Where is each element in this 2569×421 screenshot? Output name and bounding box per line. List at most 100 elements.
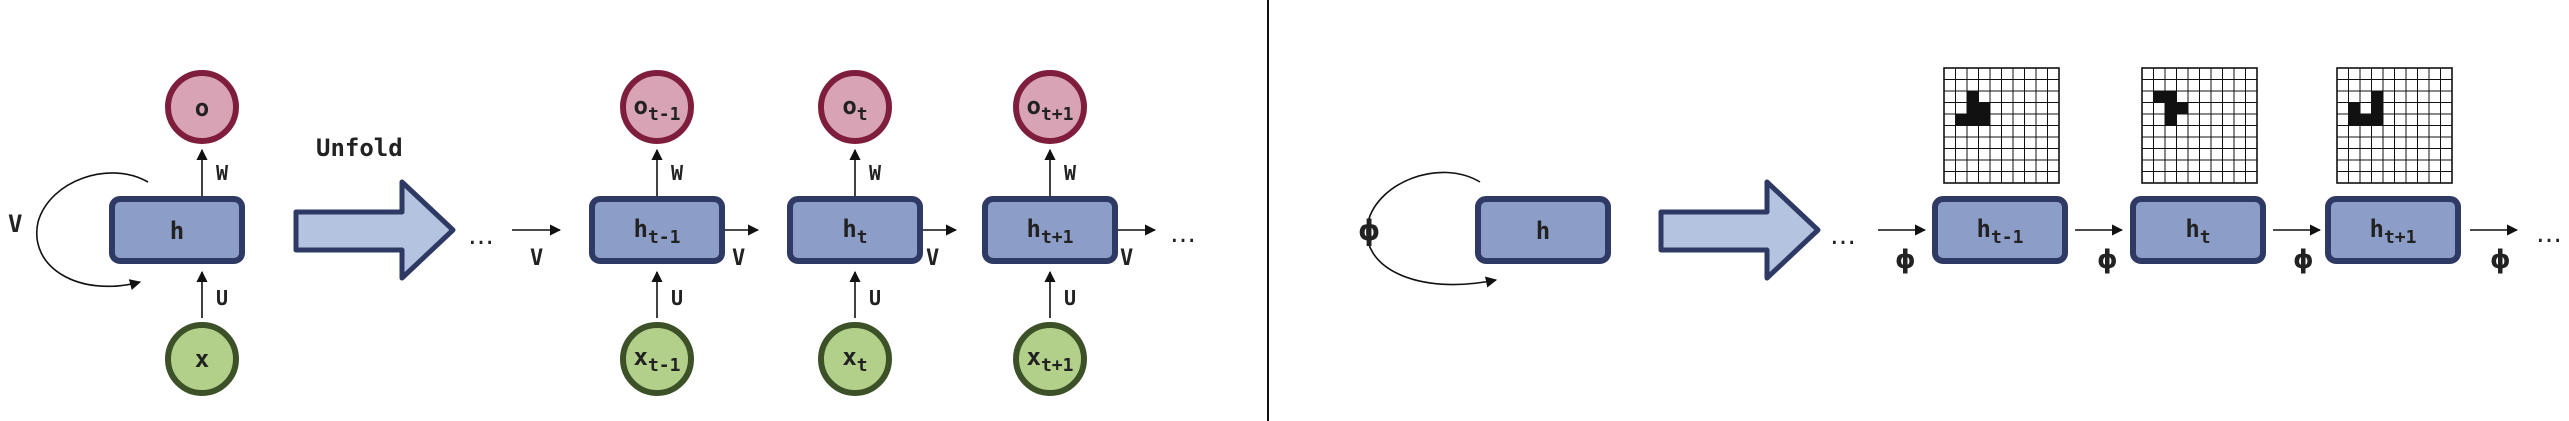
right-loop-weight-label: ϕ [1358, 214, 1380, 247]
output-node-label-subscript: t [857, 104, 868, 125]
w-label: W [671, 161, 684, 185]
hidden-state-label-base: h [842, 215, 856, 243]
hidden-state-box [589, 196, 725, 264]
output-node-label-base: o [1027, 92, 1041, 120]
output-node-label-base: o [634, 92, 648, 120]
hidden-state-label-base: h [1027, 215, 1041, 243]
right-hidden-state-label: ht-1 [1977, 215, 2024, 248]
output-node [620, 70, 694, 144]
u-label: U [1064, 286, 1076, 310]
pixel-on [2360, 114, 2372, 126]
right-transition-label: ϕ [2293, 245, 2314, 275]
unfold-label: Unfold [316, 134, 403, 162]
input-node-label: xt+1 [1027, 343, 1074, 376]
right-ellipsis-start: … [1830, 221, 1856, 251]
w-label: W [216, 161, 229, 185]
hidden-state-label: ht+1 [1027, 215, 1074, 248]
hidden-state-label: h [170, 217, 184, 245]
w-label: W [869, 161, 882, 185]
pixel-on [2371, 114, 2383, 126]
pixel-on [1978, 114, 1990, 126]
output-node-label-base: o [842, 92, 856, 120]
output-node-label-subscript: t+1 [1041, 104, 1074, 125]
input-node-label: xt [842, 343, 867, 376]
hidden-state-box [109, 196, 245, 264]
output-node-label: ot-1 [634, 92, 681, 125]
pixel-on [1978, 102, 1990, 114]
transition-label: V [1120, 246, 1133, 271]
left-ellipsis-end: … [1170, 219, 1196, 249]
pixel-on [2165, 91, 2177, 103]
u-label: U [869, 286, 881, 310]
left-ellipsis-start: … [468, 221, 494, 251]
hidden-state-label: ht-1 [634, 215, 681, 248]
pixel-on [2153, 91, 2165, 103]
right-hidden-state-label-base: h [2185, 215, 2199, 243]
transition-label: V [530, 246, 543, 271]
u-label: U [671, 286, 683, 310]
pixel-on [2371, 102, 2383, 114]
right-hidden-state-box [2130, 196, 2266, 264]
right-hidden-state-label: h [1536, 217, 1550, 245]
output-node-label-subscript: t-1 [648, 104, 681, 125]
hidden-state-label: ht [842, 215, 867, 248]
right-recurrent-loop-arrow [1366, 171, 1498, 288]
loop-weight-label: V [8, 210, 22, 238]
output-node-label: o [195, 94, 209, 122]
pixel-on [1955, 114, 1967, 126]
pixel-on [1967, 114, 1979, 126]
input-node [1013, 322, 1087, 396]
input-node-label-subscript: t-1 [648, 355, 681, 376]
pixel-grid [1943, 67, 2060, 184]
transition-label: V [732, 246, 745, 271]
u-label: U [216, 286, 228, 310]
output-node [818, 70, 892, 144]
hidden-state-label-subscript: t-1 [648, 227, 681, 248]
hidden-state-label-subscript: t [857, 227, 868, 248]
pixel-on [2348, 102, 2360, 114]
right-hidden-state-label: ht+1 [2370, 215, 2417, 248]
output-node [1013, 70, 1087, 144]
unfold-arrow [293, 179, 456, 281]
input-node-label-base: x [842, 343, 856, 371]
pixel-on [2348, 114, 2360, 126]
right-hidden-state-label-subscript: t-1 [1991, 227, 2024, 248]
pixel-on [2176, 102, 2188, 114]
hidden-state-box [982, 196, 1118, 264]
output-node-label: ot+1 [1027, 92, 1074, 125]
right-hidden-state-box [2325, 196, 2461, 264]
input-node-label: x [195, 345, 209, 373]
input-node-label-subscript: t [857, 355, 868, 376]
input-node [818, 322, 892, 396]
pixel-on [1967, 102, 1979, 114]
left-folded-rnn: V o W h U x [8, 70, 245, 396]
pixel-on [2371, 91, 2383, 103]
input-node-label: xt-1 [634, 343, 681, 376]
input-node-label-subscript: t+1 [1041, 355, 1074, 376]
right-hidden-state-label-subscript: t+1 [2384, 227, 2417, 248]
hidden-state-box [787, 196, 923, 264]
right-unfold-arrow [1658, 179, 1821, 281]
transition-label: V [926, 246, 939, 271]
input-node-label-base: x [634, 343, 648, 371]
output-node-label: ot [842, 92, 867, 125]
input-node [620, 322, 694, 396]
pixel-grid [2141, 67, 2258, 184]
pixel-on [2165, 114, 2177, 126]
input-node [165, 322, 239, 396]
output-node [165, 70, 239, 144]
right-hidden-state-label-base: h [1977, 215, 1991, 243]
right-ellipsis-end: … [2536, 219, 2562, 249]
right-transition-label: ϕ [1895, 245, 1916, 275]
hidden-state-label-subscript: t+1 [1041, 227, 1074, 248]
right-hidden-state-box [1932, 196, 2068, 264]
right-hidden-state-box [1475, 196, 1611, 264]
right-hidden-state-label-subscript: t [2200, 227, 2211, 248]
input-node-label-base: x [1027, 343, 1041, 371]
right-transition-label: ϕ [2490, 245, 2511, 275]
pixel-on [2165, 102, 2177, 114]
w-label: W [1064, 161, 1077, 185]
